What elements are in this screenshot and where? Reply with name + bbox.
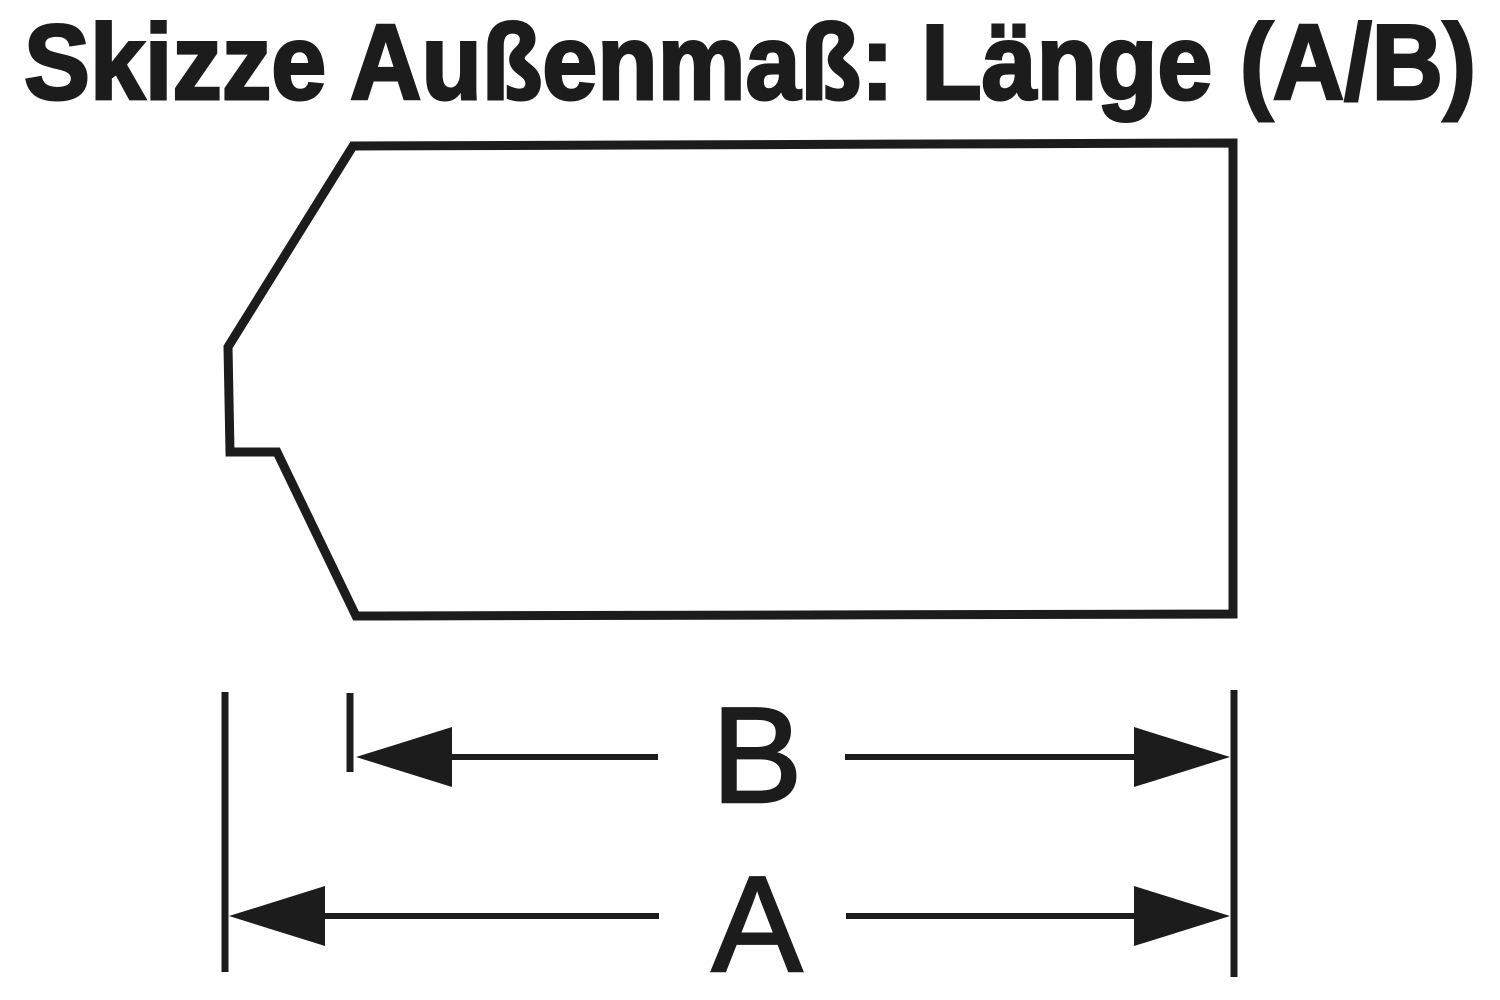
arrowhead-a-left-icon xyxy=(229,886,325,946)
arrowhead-b-left-icon xyxy=(356,727,452,787)
page-title: Skizze Außenmaß: Länge (A/B) xyxy=(24,2,1476,122)
arrowhead-a-right-icon xyxy=(1134,886,1230,946)
dim-label-a: A xyxy=(712,848,803,1000)
arrowhead-b-right-icon xyxy=(1134,727,1230,787)
bin-profile-outline xyxy=(223,138,1238,621)
dim-label-b: B xyxy=(712,679,803,831)
